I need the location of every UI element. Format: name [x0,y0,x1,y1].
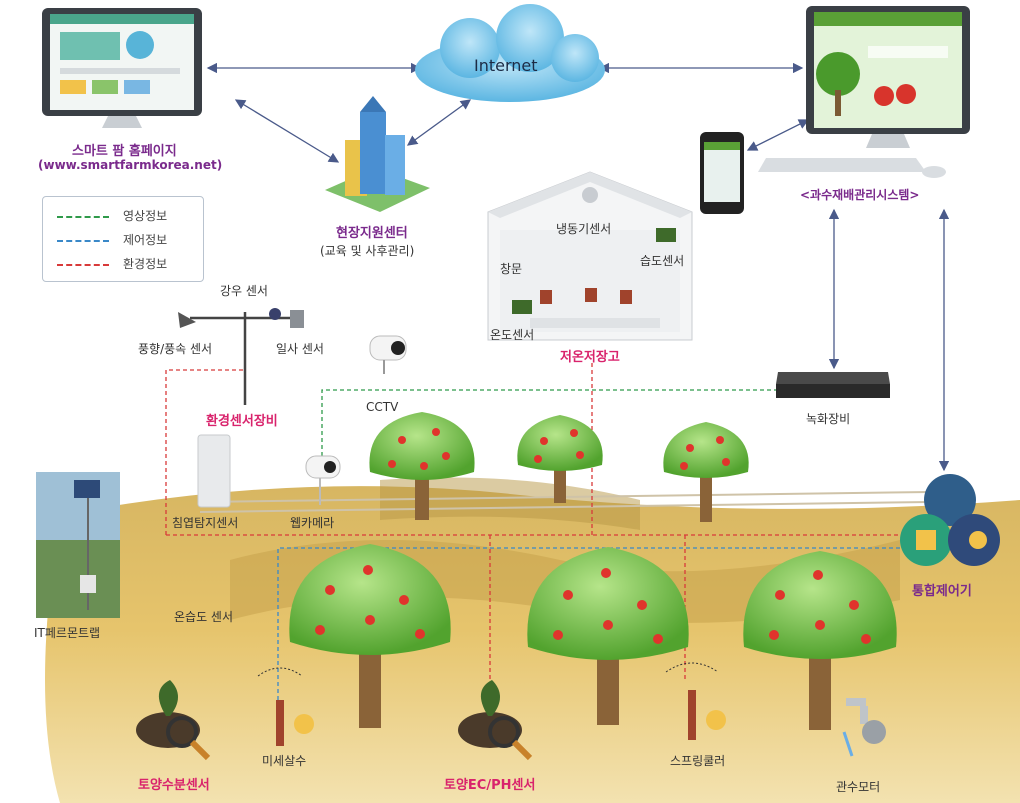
field-row-shadow [380,477,640,530]
temp-humidity-label: 온습도 센서 [174,610,234,624]
sensor-temperature-label: 온도센서 [490,328,535,342]
controller-icon [900,474,1000,566]
legend-swatch-video [57,215,109,218]
smartphone-icon [700,132,744,214]
legend-item-env: 환경정보 [57,255,167,271]
solar-sensor-label: 일사 센서 [276,342,324,356]
wind-sensor-label: 풍향/풍속 센서 [138,342,213,356]
legend-swatch-env [57,263,109,266]
mist-label: 미세살수 [262,754,307,768]
link-system-phone [746,119,810,151]
sensor-refrigeration-label: 냉동기센서 [556,222,612,236]
legend: 영상정보 제어정보 환경정보 [42,196,204,282]
apple-tree [369,412,475,520]
pump-label: 관수모터 [836,780,881,794]
internet-label: Internet [474,56,538,75]
weather-station-icon [178,308,304,405]
legend-label-env: 환경정보 [123,257,168,271]
legend-label-video: 영상정보 [123,209,168,223]
soil-ecph-label: 토양EC/PH센서 [444,778,536,793]
it-ferment-label: IT페르몬트랩 [34,626,101,640]
soil-moisture-sensor-icon [136,680,211,761]
soil-moisture-label: 토양수분센서 [138,778,210,793]
leaf-wetness-label: 침엽탐지센서 [172,516,239,530]
video-line [321,389,778,470]
legend-item-control: 제어정보 [57,231,167,247]
recorder-icon [776,372,890,398]
cold-storage-icon [487,171,693,341]
soil-ecph-sensor-icon [458,680,533,761]
sprinkler-icon [665,662,726,740]
apple-tree [527,547,689,725]
system-monitor-icon [758,6,970,178]
homepage-monitor-icon [42,8,202,128]
legend-label-control: 제어정보 [123,233,168,247]
homepage-title: 스마트 팜 홈페이지 [72,144,177,159]
leaf-wetness-sensor-icon [197,434,231,508]
ferment-trap-photo [36,472,120,618]
legend-item-video: 영상정보 [57,207,167,223]
control-line [277,547,900,700]
webcam-label: 웹카메라 [290,516,335,530]
internet-cloud [415,4,605,102]
link-internet-center [406,99,472,146]
support-center-icon [325,96,430,212]
support-center-title: 현장지원센터 [336,226,408,241]
cctv-camera-icon [369,335,407,374]
sensor-humidity-label: 습도센서 [640,254,685,268]
irrigation-pump-icon [842,698,886,757]
support-center-subtitle: (교육 및 사후관리) [320,244,415,258]
env-line-weather [165,369,245,535]
weather-station-title: 환경센서장비 [206,414,278,429]
sensor-window-label: 창문 [500,262,523,276]
apple-tree [289,544,451,728]
apple-tree [517,415,603,503]
link-homepage-center [234,99,340,163]
controller-label: 통합제어기 [912,584,972,599]
legend-swatch-control [57,239,109,242]
apple-tree [743,551,897,730]
rain-sensor-label: 강우 센서 [220,284,268,298]
homepage-url[interactable]: (www.smartfarmkorea.net) [38,158,223,172]
system-title: <과수재배관리시스템> [800,188,920,202]
webcam-icon [305,455,341,505]
cctv-label: CCTV [366,400,399,414]
apple-tree [663,422,749,522]
sprinkler-label: 스프링쿨러 [670,754,726,768]
recorder-label: 녹화장비 [806,412,851,426]
cold-storage-title: 저온저장고 [560,350,620,365]
mist-sprinkler-icon [257,667,314,746]
